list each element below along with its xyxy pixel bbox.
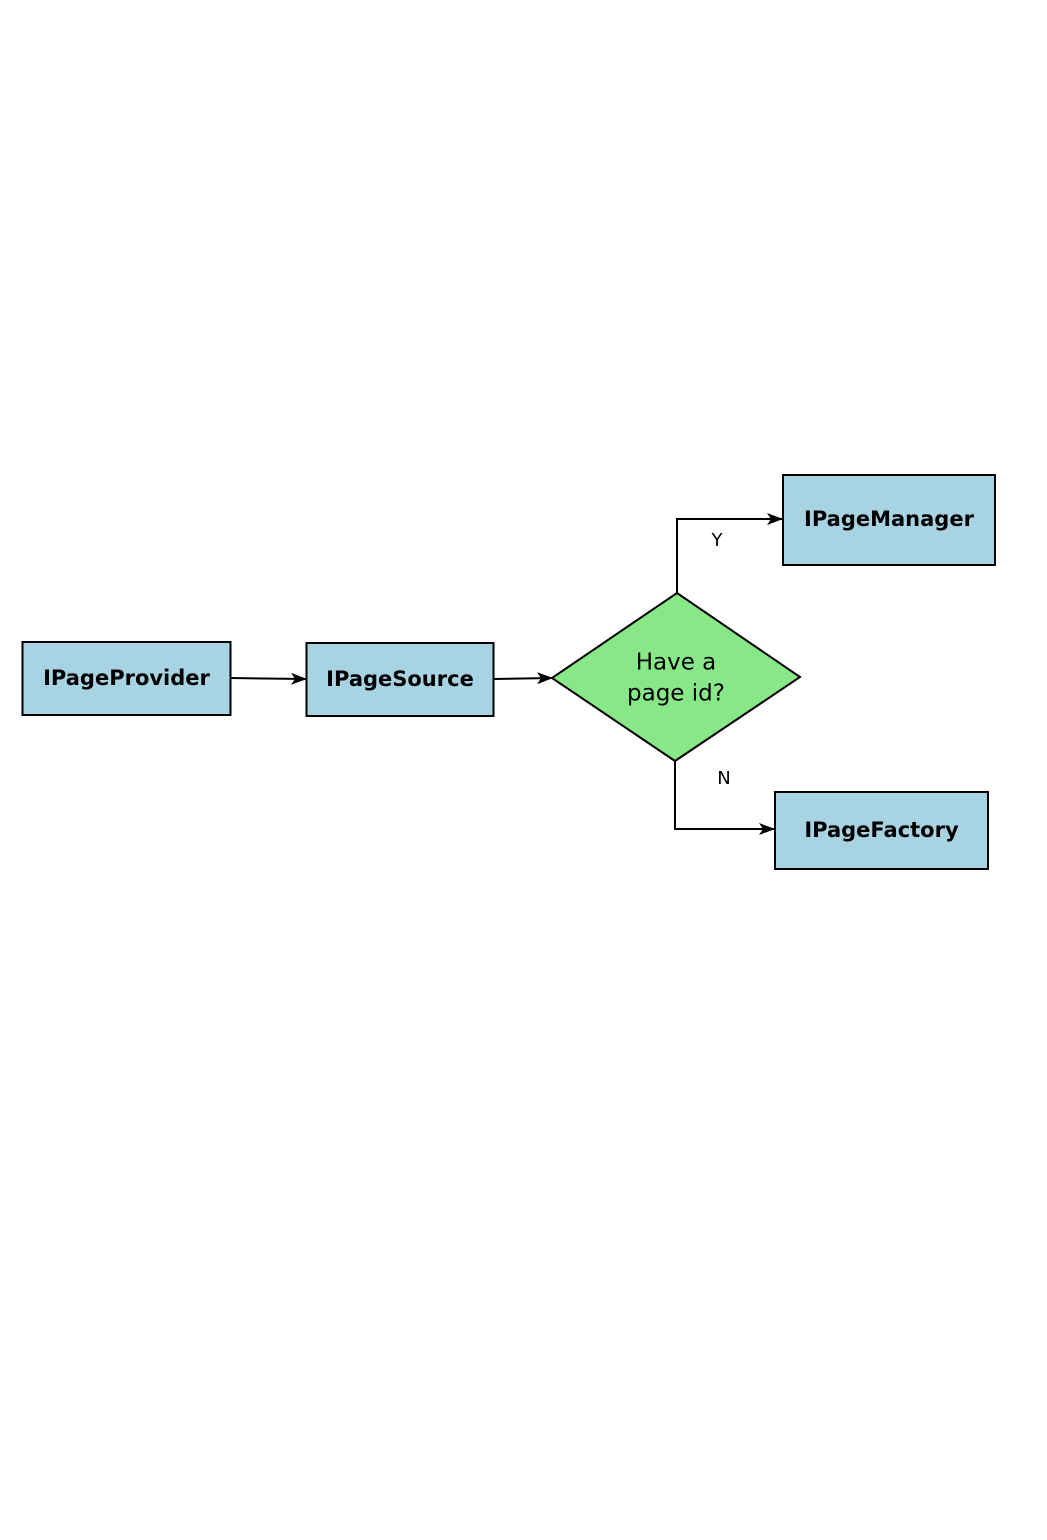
arrow-source-to-decision (492, 672, 553, 685)
node-box (782, 474, 996, 566)
node-label: IPageFactory (804, 818, 959, 842)
decision-label-line2: page id? (627, 681, 725, 707)
arrow-provider-to-source (229, 672, 307, 685)
arrow-decision-to-manager (676, 513, 783, 593)
decision-have-page-id[interactable]: Have a page id? (550, 591, 802, 763)
node-box (21, 641, 232, 716)
node-label: IPageManager (804, 507, 975, 531)
node-ipagemanager[interactable]: IPageManager (782, 474, 996, 566)
decision-label-line1: Have a (636, 650, 717, 676)
node-label: IPageProvider (43, 666, 210, 690)
node-ipagesource[interactable]: IPageSource (305, 642, 495, 717)
node-ipageprovider[interactable]: IPageProvider (21, 641, 232, 716)
node-box (774, 791, 989, 870)
edge-label-no: N (717, 768, 730, 789)
arrow-decision-to-factory (674, 761, 775, 835)
node-box (305, 642, 495, 717)
decision-diamond (550, 591, 802, 763)
node-ipagefactory[interactable]: IPageFactory (774, 791, 989, 870)
edge-label-yes: Y (711, 530, 724, 551)
node-label: IPageSource (326, 667, 474, 691)
